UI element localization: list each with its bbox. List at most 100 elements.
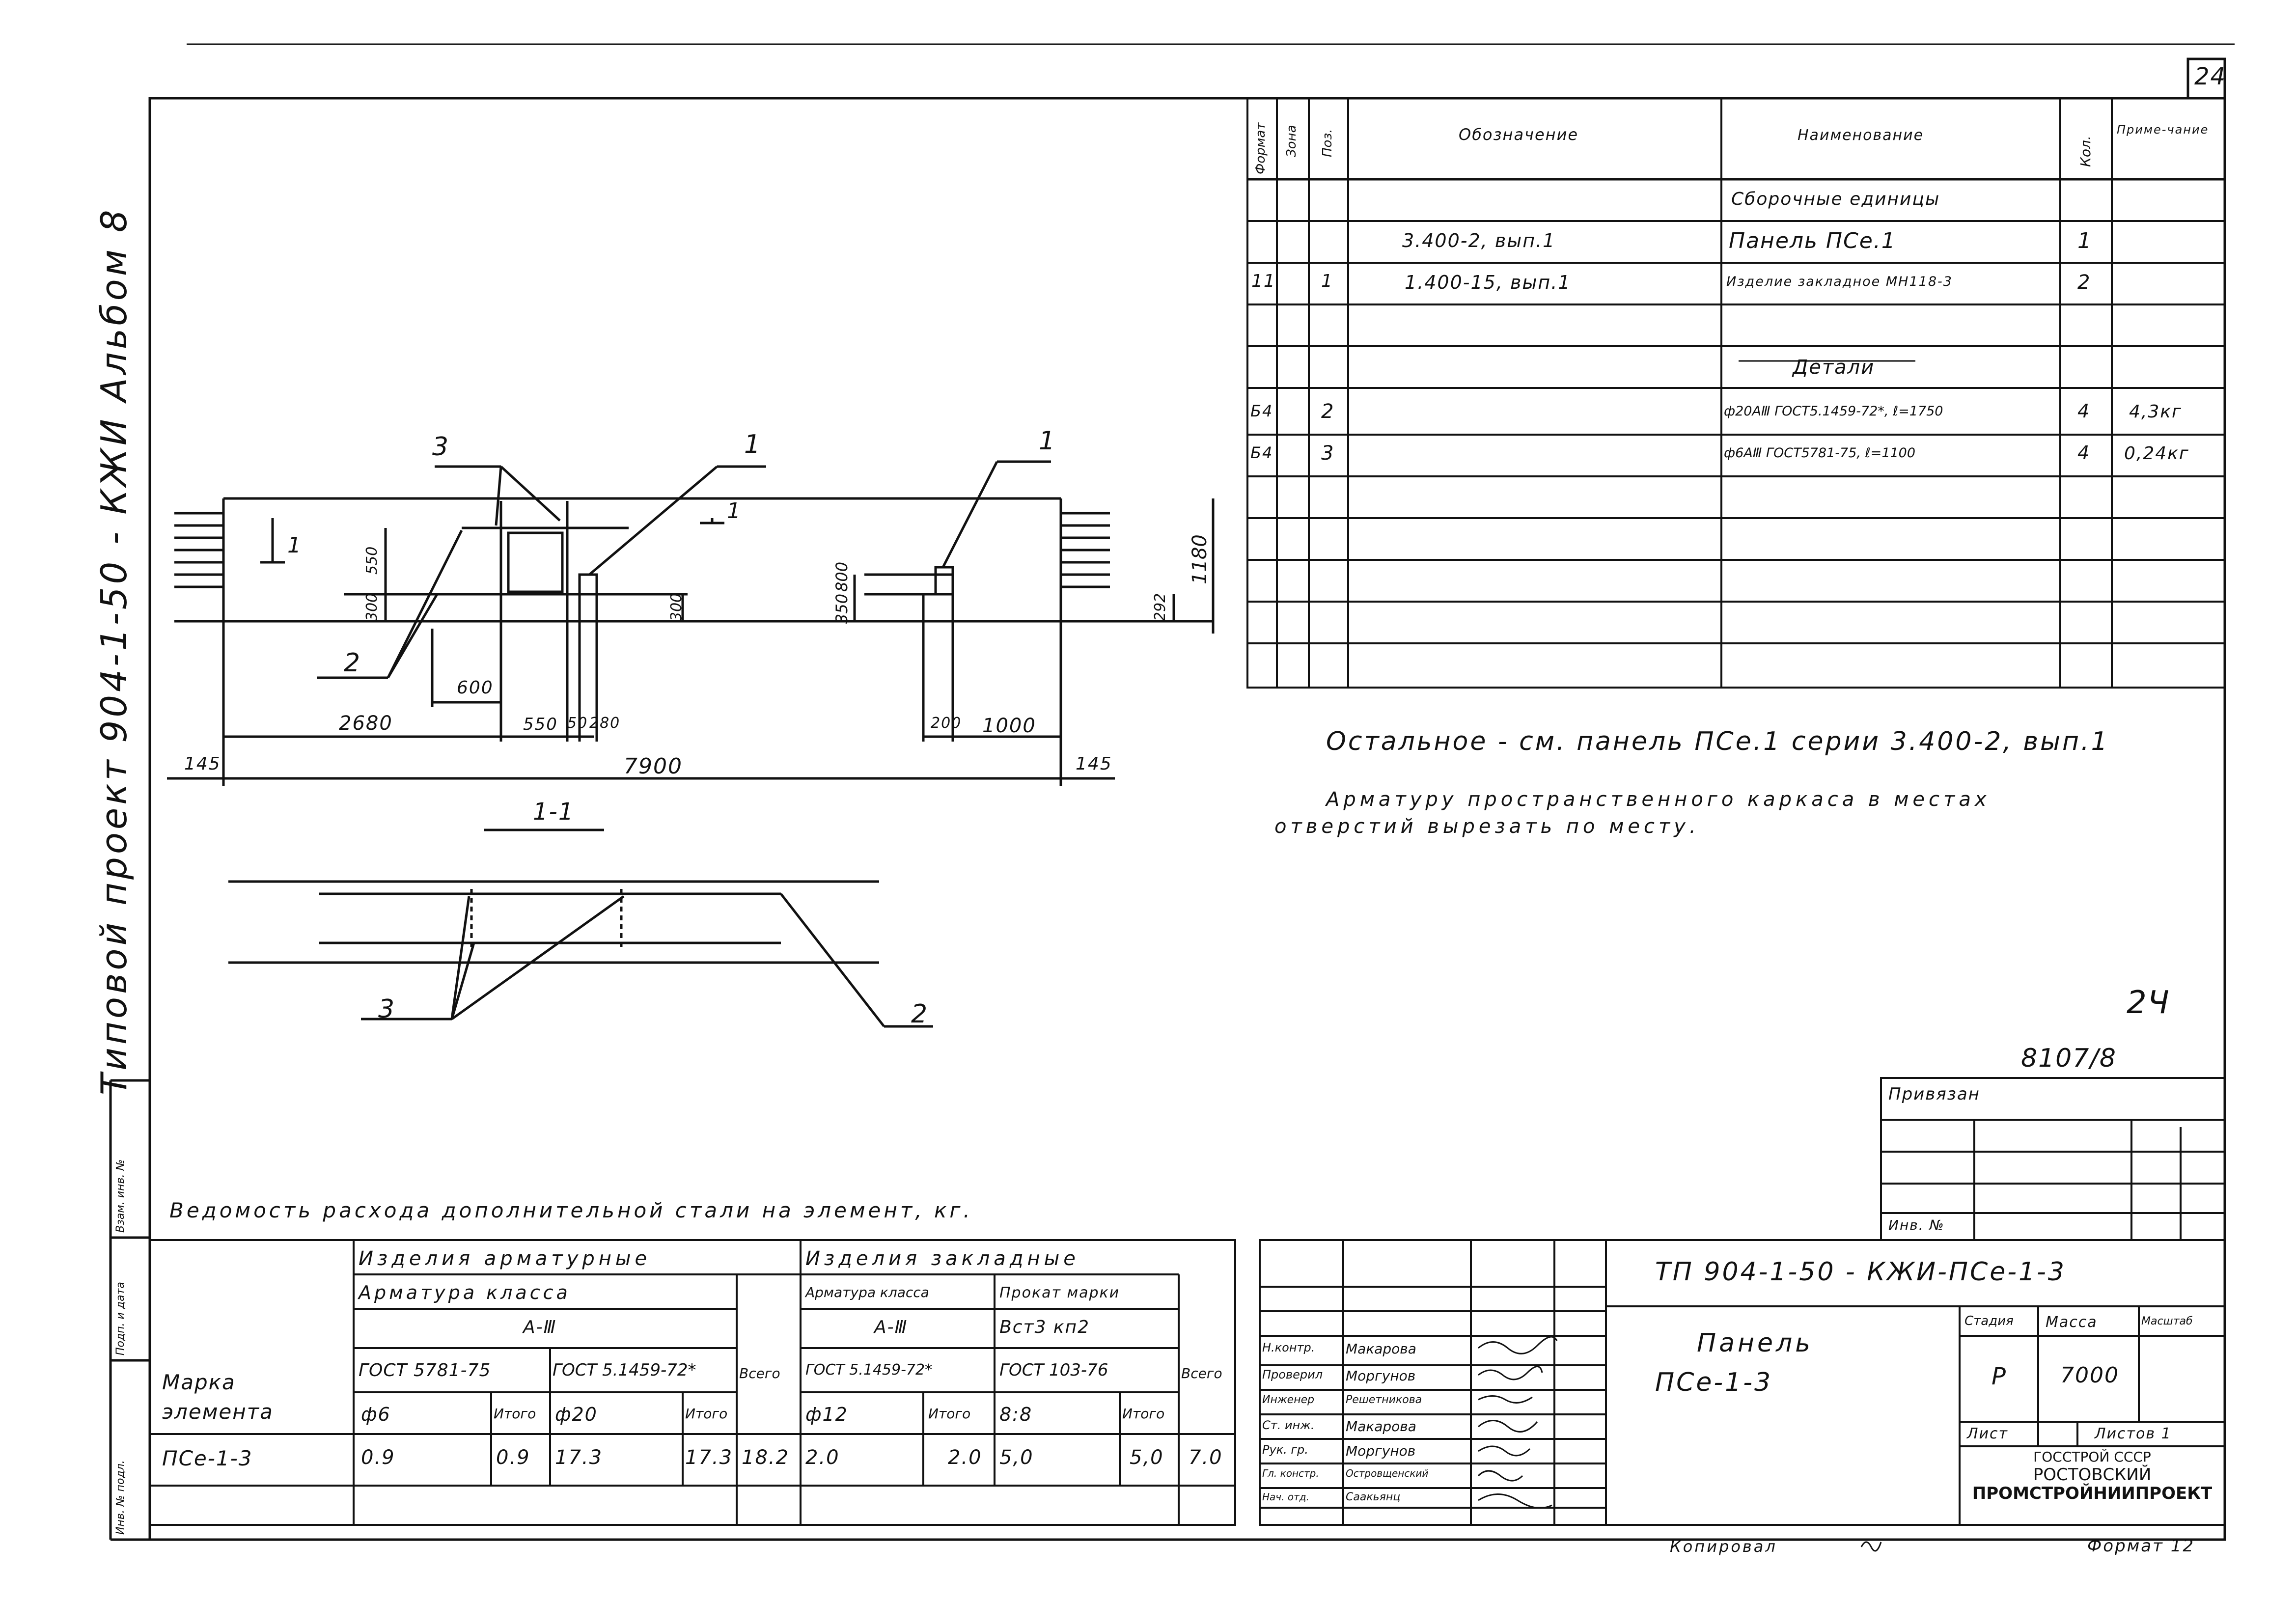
binding-label: Привязан (1888, 1084, 1980, 1104)
steel-group-embedded: Изделия закладные (805, 1247, 1079, 1270)
steel-col-itogo1: Итого (494, 1406, 536, 1422)
steel-sub-rolled: Прокат марки (999, 1284, 1120, 1301)
steel-row-d6: 0.9 (361, 1446, 395, 1469)
steel-col-itogo2: Итого (685, 1406, 728, 1422)
dim-145-right: 145 (1076, 754, 1112, 774)
steel-sub-emb-class-value: А-Ⅲ (874, 1317, 908, 1337)
steel-row-itogo3: 2.0 (948, 1446, 982, 1469)
spec-format: 11 (1251, 271, 1276, 291)
signer-name: Саакьянц (1346, 1491, 1401, 1503)
format-label: Формат 12 (2087, 1536, 2195, 1556)
spec-designation: 3.400-2, вып.1 (1402, 230, 1556, 251)
pos-label-1b: 1 (1039, 426, 1056, 456)
spec-qty: 4 (2077, 442, 2091, 464)
copied-label: Копировал (1670, 1537, 1777, 1556)
archive-number: 8107/8 (2021, 1044, 2117, 1073)
drawing-name-1: Панель (1697, 1328, 1813, 1358)
steel-sub-rolled-grade: Вст3 кп2 (999, 1317, 1090, 1337)
spec-name: Детали (1793, 356, 1875, 379)
steel-col-itogo4: Итого (1122, 1406, 1165, 1422)
sheet-label: Лист (1967, 1425, 2009, 1442)
steel-row-itogo4: 5,0 (1130, 1446, 1164, 1469)
spec-qty: 4 (2077, 400, 2091, 422)
spec-pos: 1 (1321, 271, 1333, 291)
signer-role: Инженер (1262, 1394, 1315, 1406)
spec-qty: 2 (2077, 271, 2091, 294)
section-mark-a: 1 (287, 533, 302, 558)
signer-name: Решетникова (1346, 1394, 1422, 1406)
steel-row-itogo1: 0.9 (496, 1446, 530, 1469)
dim-145-left: 145 (184, 754, 221, 774)
signer-role: Н.контр. (1262, 1341, 1315, 1354)
steel-row-mark: ПСе-1-3 (162, 1446, 253, 1470)
steel-sub-rebar-class-value: А-Ⅲ (523, 1317, 557, 1337)
steel-sub-emb-class: Арматура класса (805, 1284, 929, 1300)
steel-row-d12: 2.0 (805, 1446, 840, 1469)
signer-role: Ст. инж. (1262, 1418, 1315, 1432)
steel-total-label: Всего (739, 1365, 780, 1381)
steel-mark-label: Марка элемента (162, 1370, 274, 1424)
spec-designation: 1.400-15, вып.1 (1405, 272, 1571, 293)
dim-600: 600 (457, 678, 494, 698)
steel-group-rebar: Изделия арматурные (359, 1247, 651, 1270)
sheets-label: Листов 1 (2095, 1425, 2172, 1442)
org-line-2: РОСТОВСКИЙ (2033, 1465, 2152, 1485)
org-line-3: ПРОМСТРОЙНИИПРОЕКТ (1972, 1484, 2213, 1503)
dim-50: 50 (567, 715, 588, 732)
steel-row-total2: 7.0 (1189, 1446, 1223, 1469)
steel-sub-rebar-class: Арматура класса (359, 1282, 571, 1303)
spec-name: Изделие закладное МН118-3 (1726, 274, 1953, 289)
steel-col-d6: ф6 (361, 1404, 391, 1425)
org-line-1: ГОССТРОЙ СССР (2033, 1449, 2151, 1465)
dim-550b: 550 (523, 715, 558, 734)
signer-name: Макарова (1346, 1341, 1416, 1357)
spec-header-name: Наименование (1798, 127, 1924, 144)
section-title: 1-1 (533, 798, 575, 826)
steel-total-label-2: Всего (1181, 1365, 1222, 1381)
drawing-name-2: ПСе-1-3 (1655, 1368, 1773, 1397)
signer-name: Моргунов (1346, 1368, 1416, 1384)
drawing-code: ТП 904-1-50 - КЖИ-ПСе-1-3 (1655, 1257, 2066, 1287)
signer-role: Рук. гр. (1262, 1443, 1308, 1457)
dim-2680: 2680 (339, 712, 393, 735)
steel-row-88: 5,0 (999, 1446, 1034, 1469)
signer-role: Гл. констр. (1262, 1467, 1319, 1479)
steel-gost-103: ГОСТ 103-76 (999, 1360, 1108, 1380)
signer-name: Моргунов (1346, 1443, 1416, 1459)
spec-header-designation: Обозначение (1459, 125, 1579, 144)
scale-label: Масштаб (2141, 1315, 2193, 1327)
pos-label-1a: 1 (744, 430, 762, 459)
spec-format: Б4 (1250, 443, 1273, 462)
steel-col-88: 8:8 (999, 1404, 1033, 1425)
stamp-code: 2Ч (2127, 985, 2170, 1021)
mass-value: 7000 (2060, 1363, 2119, 1388)
section-mark-b: 1 (727, 498, 742, 524)
signer-role: Проверил (1262, 1368, 1323, 1381)
section-label-3: 3 (378, 994, 396, 1024)
spec-name: ф6АⅢ ГОСТ5781-75, ℓ=1100 (1724, 445, 1916, 461)
page-number: 24 (2194, 63, 2227, 90)
spec-note: 0,24кг (2124, 443, 2189, 464)
steel-col-itogo3: Итого (928, 1406, 971, 1422)
pos-label-3: 3 (432, 432, 450, 462)
note-rebar-2: отверстий вырезать по месту. (1274, 815, 1700, 838)
dim-200: 200 (931, 715, 962, 732)
pos-label-2: 2 (344, 648, 361, 678)
dim-280: 280 (589, 715, 621, 732)
spec-name: ф20АⅢ ГОСТ5.1459-72*, ℓ=1750 (1724, 404, 1943, 419)
inv-label: Инв. № (1888, 1217, 1945, 1233)
spec-name: Сборочные единицы (1731, 189, 1940, 209)
spec-pos: 2 (1321, 400, 1335, 423)
spec-header-note: Приме-чание (2117, 123, 2209, 137)
spec-pos: 3 (1321, 442, 1335, 465)
note-rebar-1: Арматуру пространственного каркаса в мес… (1326, 788, 1991, 811)
stage-label: Стадия (1964, 1314, 2014, 1328)
section-label-2: 2 (911, 999, 929, 1029)
steel-table-title: Ведомость расхода дополнительной стали н… (169, 1198, 973, 1222)
steel-gost-5459b: ГОСТ 5.1459-72* (805, 1361, 933, 1379)
steel-row-d20: 17.3 (555, 1446, 603, 1469)
spec-note: 4,3кг (2129, 402, 2182, 422)
